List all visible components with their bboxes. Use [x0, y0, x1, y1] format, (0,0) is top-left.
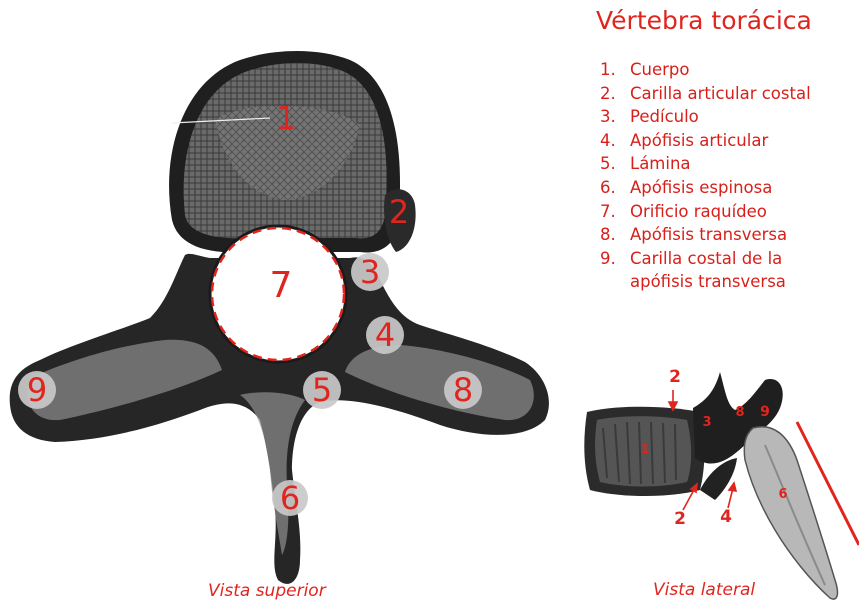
superior-label-8: 8 — [453, 371, 473, 409]
lateral-label-3: 3 — [702, 415, 711, 430]
lateral-view-illustration: 2 3 8 9 1 6 2 4 — [575, 350, 859, 607]
caption-lateral-view: Vista lateral — [653, 580, 755, 600]
legend-item: 1.Cuerpo — [600, 58, 811, 82]
lateral-label-4: 4 — [720, 507, 732, 527]
superior-label-9: 9 — [27, 371, 47, 409]
legend-number: 8. — [600, 223, 630, 247]
legend-item: 5.Lámina — [600, 152, 811, 176]
legend-number: 6. — [600, 176, 630, 200]
legend-list: 1.Cuerpo 2.Carilla articular costal 3.Pe… — [600, 58, 811, 294]
superior-view-illustration: 1 2 3 4 5 6 7 8 9 — [0, 0, 575, 607]
caption-superior-view: Vista superior — [208, 581, 326, 601]
lateral-spinous-process — [744, 427, 837, 599]
legend-text-continued: apófisis transversa — [600, 270, 811, 294]
legend-text: Carilla articular costal — [630, 84, 811, 103]
superior-label-1: 1 — [276, 99, 296, 137]
diagram-title: Vértebra torácica — [596, 6, 812, 35]
lateral-label-9: 9 — [760, 404, 770, 420]
legend-text: Pedículo — [630, 107, 699, 126]
lateral-label-2-top: 2 — [669, 367, 681, 387]
legend-text: Apófisis espinosa — [630, 178, 772, 197]
legend-item: 9.Carilla costal de la apófisis transvers… — [600, 247, 811, 294]
legend-item: 3.Pedículo — [600, 105, 811, 129]
legend-number: 7. — [600, 200, 630, 224]
vertebral-body — [169, 51, 400, 253]
superior-label-5: 5 — [312, 371, 332, 409]
lateral-label-8: 8 — [735, 405, 744, 420]
legend-number: 4. — [600, 129, 630, 153]
legend-number: 2. — [600, 82, 630, 106]
superior-label-4: 4 — [375, 316, 395, 354]
legend-number: 1. — [600, 58, 630, 82]
legend-text: Apófisis transversa — [630, 225, 787, 244]
lateral-label-1: 1 — [641, 442, 649, 456]
superior-label-3: 3 — [360, 253, 380, 291]
legend-item: 8.Apófisis transversa — [600, 223, 811, 247]
legend-item: 7.Orificio raquídeo — [600, 200, 811, 224]
legend-number: 3. — [600, 105, 630, 129]
legend-text: Carilla costal de la — [630, 249, 782, 268]
superior-label-7: 7 — [270, 265, 293, 306]
superior-label-2: 2 — [389, 193, 409, 231]
lateral-label-2-bottom: 2 — [674, 509, 686, 529]
legend-text: Orificio raquídeo — [630, 202, 767, 221]
superior-label-6: 6 — [280, 479, 300, 517]
legend-number: 5. — [600, 152, 630, 176]
legend-text: Apófisis articular — [630, 131, 768, 150]
legend-item: 2.Carilla articular costal — [600, 82, 811, 106]
lateral-label-6: 6 — [778, 487, 787, 502]
legend-item: 4.Apófisis articular — [600, 129, 811, 153]
legend-item: 6.Apófisis espinosa — [600, 176, 811, 200]
legend-text: Cuerpo — [630, 60, 689, 79]
legend-number: 9. — [600, 247, 630, 271]
legend-text: Lámina — [630, 154, 691, 173]
